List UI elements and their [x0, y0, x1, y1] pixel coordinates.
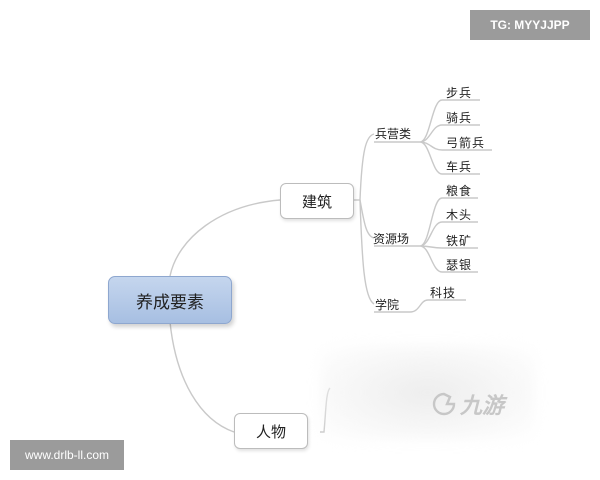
watermark-bottom-left: www.drlb-ll.com	[10, 440, 124, 470]
leaf-label: 瑟银	[446, 258, 473, 272]
link-to-bingying	[359, 133, 375, 201]
sub-label-ziyuan: 资源场	[373, 232, 410, 246]
brand-logo-watermark: 九游	[432, 388, 504, 420]
root-label: 养成要素	[136, 292, 204, 313]
blurred-region	[320, 345, 535, 440]
link-bingying-bracket	[419, 99, 443, 175]
branch-label: 建筑	[301, 192, 332, 211]
leaf-label: 科技	[430, 286, 457, 300]
leaf-label: 步兵	[446, 86, 473, 100]
brand-logo-text: 九游	[460, 394, 505, 419]
leaf-underlines-bingying	[442, 99, 492, 175]
link-xueyuan-leaf	[374, 299, 466, 313]
link-to-xueyuan	[359, 199, 375, 305]
leaf-label: 铁矿	[446, 234, 473, 248]
leaf-label: 弓箭兵	[446, 136, 486, 150]
leaf-label: 粮食	[446, 184, 473, 198]
sub-label-xueyuan: 学院	[375, 298, 400, 312]
watermark-top-right: TG: MYYJJPP	[470, 10, 590, 40]
nine-game-logo-icon	[432, 392, 456, 416]
leaf-label: 木头	[446, 208, 473, 222]
root-node: 养成要素	[108, 276, 232, 324]
branch-node-jianzhu: 建筑	[280, 183, 354, 219]
watermark-text: TG: MYYJJPP	[490, 18, 570, 32]
branch-label: 人物	[255, 422, 286, 441]
leaf-label: 车兵	[446, 160, 473, 174]
link-ziyuan-bracket	[419, 197, 443, 273]
link-root-renwu	[169, 321, 235, 433]
link-to-ziyuan	[359, 199, 375, 239]
leaf-underlines-ziyuan	[442, 197, 478, 273]
sub-label-bingying: 兵营类	[375, 127, 412, 141]
leaf-label: 骑兵	[446, 111, 473, 125]
watermark-text: www.drlb-ll.com	[24, 448, 109, 462]
branch-node-renwu: 人物	[234, 413, 308, 449]
link-root-jianzhu	[169, 199, 281, 277]
